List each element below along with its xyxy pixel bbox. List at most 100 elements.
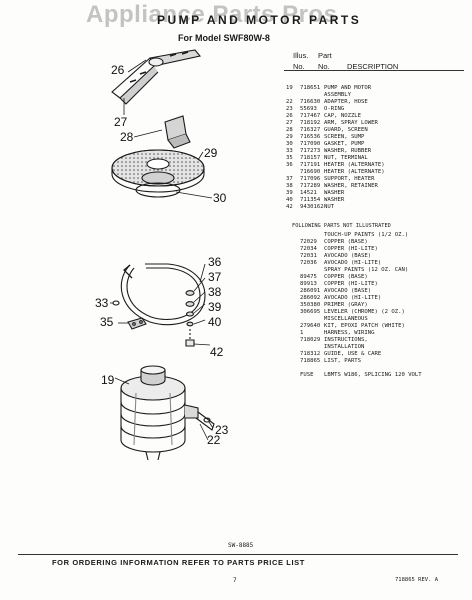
part-number: 716690 xyxy=(300,169,321,175)
part-number: 286092 xyxy=(300,295,321,301)
part-description: AVOCADO (BASE) xyxy=(324,288,372,294)
callout-40: 40 xyxy=(208,315,222,329)
part-description: PRIMER (GRAY) xyxy=(324,302,368,308)
screen-guard-drawing xyxy=(164,115,191,149)
part-number: 306695 xyxy=(300,309,321,315)
part-number: 717191 xyxy=(300,162,321,168)
callout-36: 36 xyxy=(208,255,222,269)
misc-part-row: FUSE LBMTS W186, SPLICING 120 VOLT xyxy=(286,372,470,379)
illus-no: 37 xyxy=(286,176,293,182)
callout-35: 35 xyxy=(100,315,114,329)
part-number: 55693 xyxy=(300,106,317,112)
header-rule xyxy=(284,70,464,71)
part-description: AVOCADO (HI-LITE) xyxy=(324,260,382,266)
part-description: GUARD, SCREEN xyxy=(324,127,368,133)
illus-no: 35 xyxy=(286,155,293,161)
misc-part-row: 72031 AVOCADO (BASE) xyxy=(286,253,470,260)
part-number: FUSE xyxy=(300,372,314,378)
callout-37: 37 xyxy=(208,270,222,284)
misc-part-row: SPRAY PAINTS (12 OZ. CAN) xyxy=(286,267,470,274)
part-description: LBMTS W186, SPLICING 120 VOLT xyxy=(324,372,422,378)
part-description: ARM, SPRAY LOWER xyxy=(324,120,378,126)
part-number: 72034 xyxy=(300,246,317,252)
illus-no: 28 xyxy=(286,127,293,133)
misc-part-row: MISCELLANEOUS xyxy=(286,316,470,323)
part-description: GUIDE, USE & CARE xyxy=(324,351,382,357)
part-number: 89913 xyxy=(300,281,317,287)
part-description: INSTALLATION xyxy=(324,344,365,350)
part-description: ASSEMBLY xyxy=(324,92,351,98)
part-description: KIT, EPOXI PATCH (WHITE) xyxy=(324,323,405,329)
part-number: 717289 xyxy=(300,183,321,189)
part-description: WASHER, RUBBER xyxy=(324,148,372,154)
part-number: 718865 xyxy=(300,358,321,364)
illus-no: 39 xyxy=(286,190,293,196)
part-number: 717273 xyxy=(300,148,321,154)
header-part: Part xyxy=(318,51,332,60)
part-description: COPPER (HI-LITE) xyxy=(324,281,378,287)
misc-part-row: 89913 COPPER (HI-LITE) xyxy=(286,281,470,288)
illus-no: 27 xyxy=(286,120,293,126)
part-number: 718651 xyxy=(300,85,321,91)
part-description: SPRAY PAINTS (12 OZ. CAN) xyxy=(324,267,409,273)
part-number: 718312 xyxy=(300,351,321,357)
part-number: 718157 xyxy=(300,155,321,161)
part-row: ASSEMBLY xyxy=(286,92,470,99)
part-description: HEATER (ALTERNATE) xyxy=(324,162,385,168)
illus-no: 23 xyxy=(286,106,293,112)
spray-arm-drawing xyxy=(111,49,202,105)
heater-element-drawing xyxy=(120,263,206,326)
illus-no: 38 xyxy=(286,183,293,189)
part-description: TOUCH-UP PAINTS (1/2 OZ.) xyxy=(324,232,409,238)
header-description: DESCRIPTION xyxy=(347,62,399,71)
callout-42: 42 xyxy=(210,345,224,359)
illus-no: 33 xyxy=(286,148,293,154)
part-description: MISCELLANEOUS xyxy=(324,316,368,322)
header-no-2: No. xyxy=(318,62,330,71)
illus-no: 29 xyxy=(286,134,293,140)
part-description: COPPER (BASE) xyxy=(324,239,368,245)
part-number: 717467 xyxy=(300,113,321,119)
part-number: 72031 xyxy=(300,253,317,259)
part-number: 718192 xyxy=(300,120,321,126)
page-number: 7 xyxy=(233,577,237,584)
part-description: CAP, NOZZLE xyxy=(324,113,362,119)
part-number: 279640 xyxy=(300,323,321,329)
part-description: AVOCADO (BASE) xyxy=(324,253,372,259)
part-description: ADAPTER, HOSE xyxy=(324,99,368,105)
part-number: 716630 xyxy=(300,99,321,105)
part-number: 718029 xyxy=(300,337,321,343)
pump-motor-drawing xyxy=(120,365,199,460)
part-description: COPPER (HI-LITE) xyxy=(324,246,378,252)
part-description: LIST, PARTS xyxy=(324,358,362,364)
part-description: GASKET, PUMP xyxy=(324,141,365,147)
part-description: COPPER (BASE) xyxy=(324,274,368,280)
part-description: INSTRUCTIONS, xyxy=(324,337,368,343)
callout-38: 38 xyxy=(208,285,222,299)
misc-part-row: 72036 AVOCADO (HI-LITE) xyxy=(286,260,470,267)
header-illus: Illus. xyxy=(293,51,309,60)
illus-no: 19 xyxy=(286,85,293,91)
callout-39: 39 xyxy=(208,300,222,314)
part-description: NUT xyxy=(324,204,335,210)
part-description: WASHER, RETAINER xyxy=(324,183,378,189)
part-number: 72036 xyxy=(300,260,317,266)
sump-screen-drawing xyxy=(111,149,205,193)
exploded-parts-diagram xyxy=(110,49,215,460)
